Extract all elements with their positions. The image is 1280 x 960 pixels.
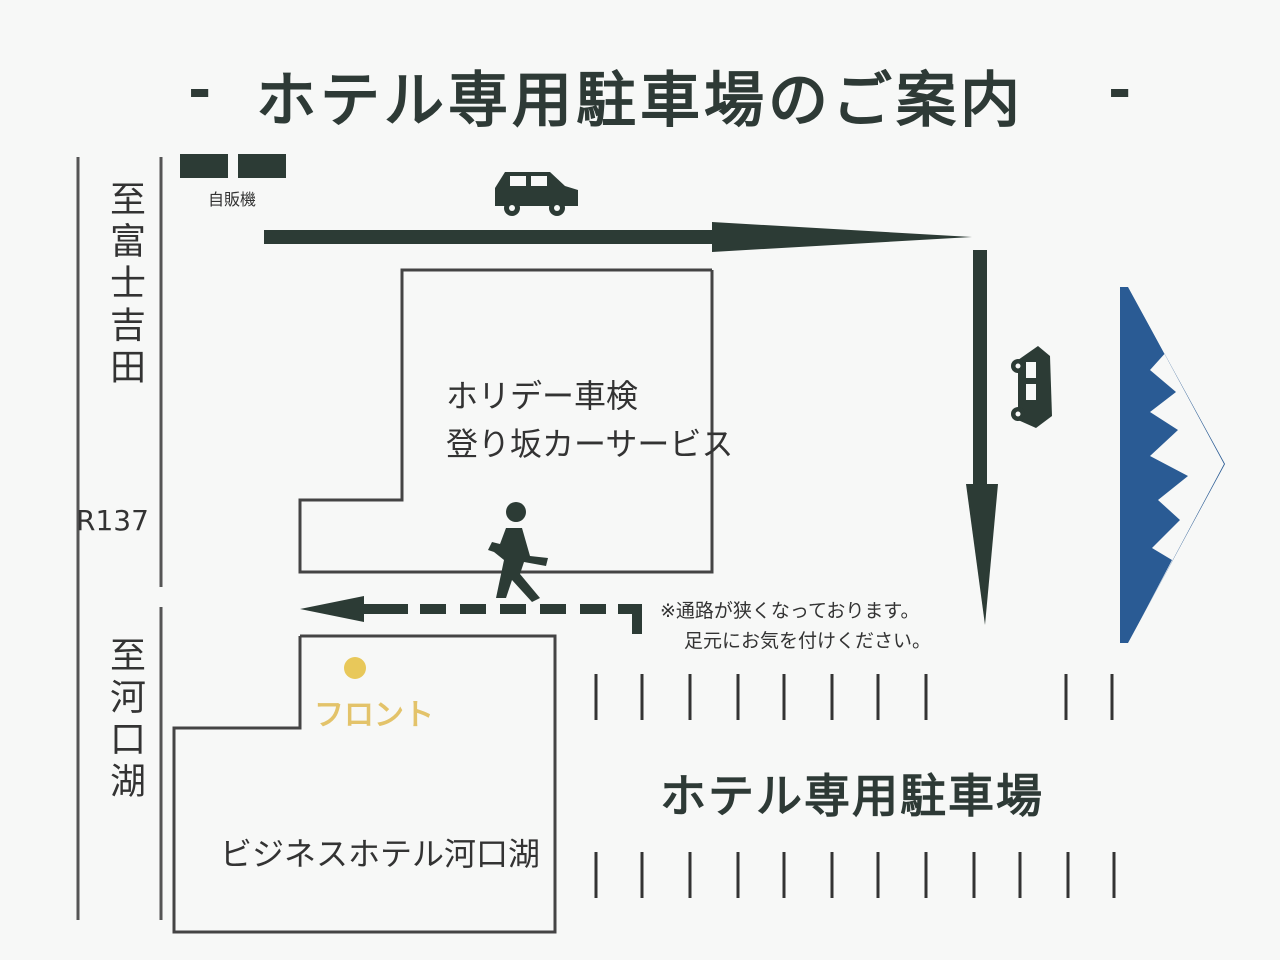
title-dash-right: - <box>1108 58 1132 123</box>
route-arrow-south <box>966 250 998 625</box>
car-service-name-line2: 登り坂カーサービス <box>446 425 734 463</box>
car-service-name-line1: ホリデー車検 <box>446 377 639 415</box>
vending-machine-icon <box>180 154 286 178</box>
road-label-kawaguchiko: 至河口湖 <box>104 636 145 804</box>
page-title: ホテル専用駐車場のご案内 <box>256 66 1024 136</box>
route-number: R137 <box>76 504 149 537</box>
note-line2: 足元にお気を付けください。 <box>684 630 932 652</box>
route-arrow-east <box>264 222 972 252</box>
front-marker-icon <box>344 657 366 679</box>
note-line1: ※通路が狭くなっております。 <box>660 600 920 622</box>
pedestrian-icon <box>488 502 548 602</box>
mount-fuji-icon <box>1120 287 1225 643</box>
car-icon-vertical <box>1011 346 1052 428</box>
parking-lines-upper <box>594 674 1114 720</box>
car-icon <box>495 172 578 216</box>
road-label-fujiyoshida: 至富士吉田 <box>104 180 145 390</box>
parking-lines-lower <box>594 852 1116 898</box>
title-dash-left: - <box>188 58 212 123</box>
front-label: フロント <box>314 698 434 733</box>
car-service-building <box>298 268 714 574</box>
hotel-building <box>172 634 557 934</box>
hotel-name: ビジネスホテル河口湖 <box>220 835 541 873</box>
walking-path-arrow <box>300 596 642 634</box>
parking-area-label: ホテル専用駐車場 <box>660 769 1044 823</box>
vending-machine-label: 自販機 <box>208 190 257 209</box>
